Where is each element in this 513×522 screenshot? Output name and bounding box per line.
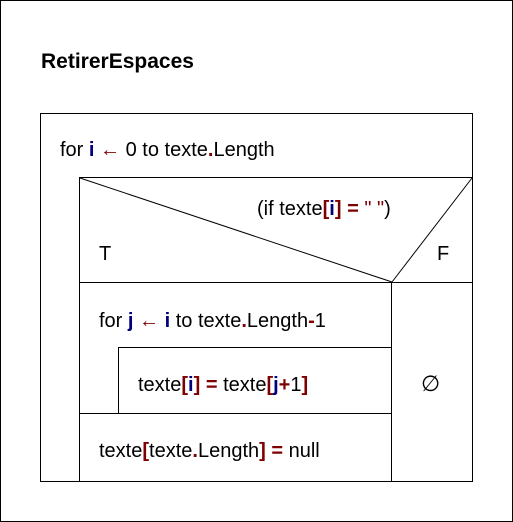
assignment-one: 1	[290, 374, 302, 396]
final-value: null	[288, 440, 320, 462]
inner-loop-bottom-divider	[79, 413, 392, 414]
assignment-source-lbracket: [	[266, 374, 274, 396]
outer-loop-arrow: ←	[100, 139, 121, 161]
outer-loop-to: to	[142, 139, 159, 161]
condition-open: (if	[257, 198, 274, 220]
outer-loop-object: texte	[164, 139, 208, 161]
inner-loop-to: to	[175, 310, 193, 332]
empty-set-symbol: ∅	[421, 371, 441, 396]
inner-loop-variable: j	[127, 310, 134, 332]
inner-loop-minus: -	[308, 310, 315, 332]
assignment-plus: +	[278, 374, 291, 396]
inner-loop-keyword: for	[99, 310, 123, 332]
final-object: texte	[99, 440, 143, 462]
inner-loop-object: texte	[197, 310, 242, 332]
outer-loop-dot: .	[207, 139, 214, 161]
if-block	[79, 177, 473, 482]
diagram-title: RetirerEspaces	[41, 50, 194, 73]
final-rbracket: ]	[259, 440, 266, 462]
false-label: F	[437, 243, 450, 265]
assignment-target-rbracket: ]	[193, 374, 201, 396]
final-statement: texte[texte.Length] = null	[99, 439, 320, 463]
condition-left-bracket: [	[322, 198, 330, 220]
final-lbracket: [	[142, 440, 150, 462]
inner-loop-header: for j ← i to texte.Length-1	[99, 309, 326, 333]
assignment-equals: =	[205, 374, 218, 396]
inner-loop-dot: .	[241, 310, 247, 332]
true-label: T	[99, 243, 112, 265]
assignment-statement: texte[i] = texte[j+1]	[138, 373, 308, 397]
outer-loop-variable: i	[88, 139, 95, 161]
assignment-target-index: i	[188, 374, 194, 396]
condition-text: (if texte[i] = " ")	[257, 197, 391, 221]
condition-diagonal-right	[391, 177, 473, 283]
condition-close: )	[384, 198, 391, 220]
assignment-target-object: texte	[138, 374, 182, 396]
outer-loop-start: 0	[125, 139, 137, 161]
inner-loop-property: Length	[246, 310, 309, 332]
assignment-source-rbracket: ]	[301, 374, 309, 396]
outer-loop-property: Length	[213, 139, 275, 161]
condition-object: texte	[279, 198, 323, 220]
if-header-divider	[79, 282, 473, 283]
condition-index: i	[329, 198, 335, 220]
assignment-source-index: j	[273, 374, 279, 396]
inner-loop-one: 1	[314, 310, 326, 332]
final-dot: .	[192, 440, 198, 462]
inner-loop-start: i	[164, 310, 171, 332]
outer-loop-keyword: for	[60, 139, 84, 161]
condition-diagonal-left	[79, 177, 393, 283]
final-inner-object: texte	[149, 440, 193, 462]
condition-literal: " "	[364, 198, 385, 220]
condition-right-bracket: ]	[334, 198, 342, 220]
assignment-target-lbracket: [	[181, 374, 189, 396]
assignment-source-object: texte	[223, 374, 267, 396]
outer-loop-header: for i ← 0 to texte.Length	[60, 138, 275, 162]
final-equals: =	[271, 440, 284, 462]
condition-equals: =	[347, 198, 359, 220]
inner-loop-arrow: ←	[139, 310, 160, 332]
final-property: Length	[197, 440, 260, 462]
